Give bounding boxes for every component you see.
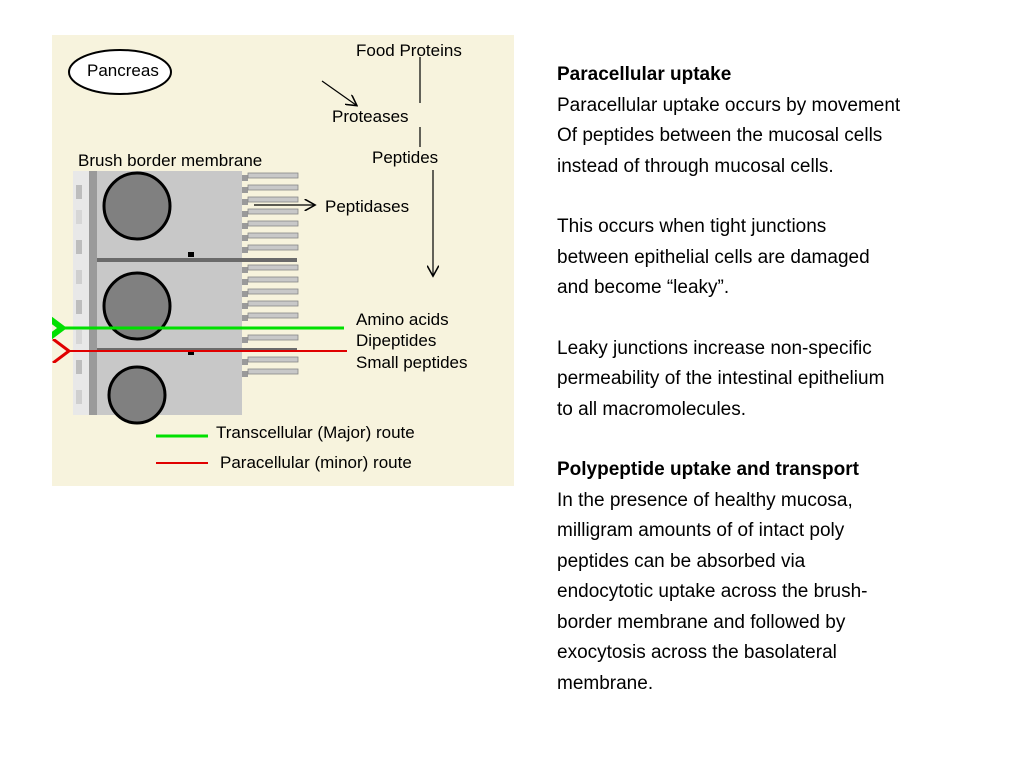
label-proteases: Proteases: [332, 107, 409, 126]
text-line: membrane.: [557, 672, 654, 694]
nucleus: [102, 171, 172, 241]
text-line: endocytotic uptake across the brush-: [557, 581, 868, 602]
label-dipeptides: Dipeptides: [356, 331, 437, 350]
text-line: between epithelial cells are damaged: [557, 246, 870, 268]
text-line: In the presence of healthy mucosa,: [557, 489, 853, 511]
text-line: border membrane and followed by: [557, 611, 846, 633]
text-line: Of peptides between the mucosal cells: [557, 125, 883, 146]
text-line: exocytosis across the basolateral: [557, 642, 837, 663]
section-polypeptide: Polypeptide uptake and transport In the …: [557, 455, 997, 699]
text-line: to all macromolecules.: [557, 398, 747, 420]
text-line: Leaky junctions increase non-specific: [557, 337, 872, 359]
text-line: permeability of the intestinal epitheliu…: [557, 368, 885, 389]
section-tight-junctions: This occurs when tight junctions between…: [557, 212, 997, 304]
text-line: peptides can be absorbed via: [557, 550, 806, 572]
explanation-text: Paracellular uptake Paracellular uptake …: [557, 60, 997, 729]
label-small-peptides: Small peptides: [356, 353, 468, 372]
label-peptides: Peptides: [372, 148, 439, 167]
nucleus: [107, 365, 167, 425]
legend-paracellular-label: Paracellular (minor) route: [220, 453, 412, 472]
microvilli: [242, 172, 299, 377]
text-line: This occurs when tight junctions: [557, 216, 827, 237]
digestion-diagram: Food Proteins Pancreas Proteases Brush b…: [52, 35, 514, 486]
heading-polypeptide-uptake: Polypeptide uptake and transport: [557, 459, 859, 480]
label-brush-border: Brush border membrane: [78, 151, 263, 170]
section-leaky-junctions: Leaky junctions increase non-specific pe…: [557, 334, 997, 426]
legend-transcellular-label: Transcellular (Major) route: [216, 423, 415, 442]
label-food-proteins: Food Proteins: [356, 41, 462, 60]
pancreas-ellipse: [68, 49, 172, 95]
epithelium-left-edge: [73, 171, 97, 415]
nucleus: [102, 271, 172, 341]
heading-paracellular-uptake: Paracellular uptake: [557, 64, 732, 85]
text-line: milligram amounts of of intact poly: [557, 520, 845, 541]
label-amino-acids: Amino acids: [356, 310, 449, 329]
text-line: and become “leaky”.: [557, 277, 730, 298]
pancreas-to-proteases-arrow: [321, 80, 356, 105]
section-paracellular: Paracellular uptake Paracellular uptake …: [557, 60, 997, 182]
label-pancreas: Pancreas: [87, 61, 159, 80]
diagram-graphics: [52, 49, 514, 464]
label-peptidases: Peptidases: [325, 197, 410, 216]
text-line: Paracellular uptake occurs by movement: [557, 94, 901, 116]
text-line: instead of through mucosal cells.: [557, 155, 834, 177]
